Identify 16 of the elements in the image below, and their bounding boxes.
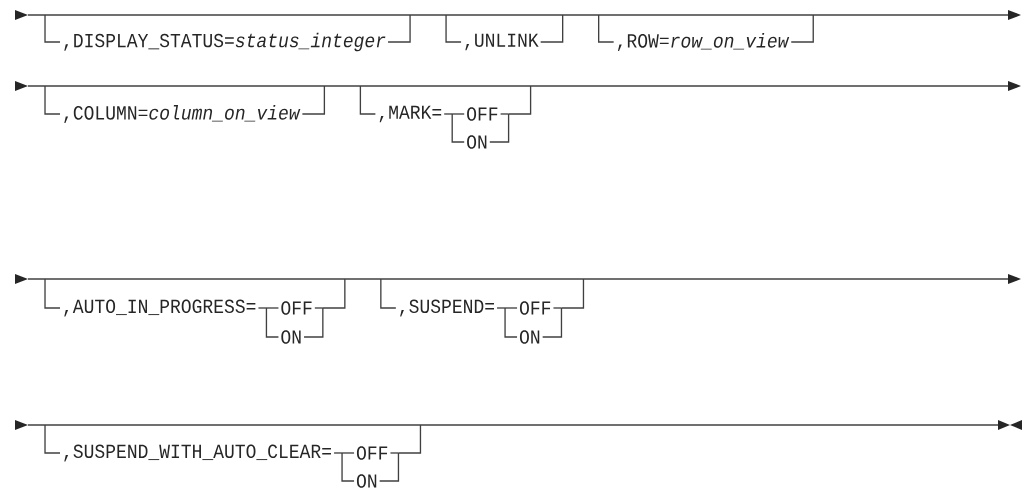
value-text: ON <box>519 330 540 344</box>
keyword-text: ,MARK= <box>379 105 442 123</box>
keyword-text: ,COLUMN=column_on_view <box>64 105 301 123</box>
value-text: OFF <box>281 301 312 315</box>
keyword-text: ,UNLINK <box>465 33 539 51</box>
value-text: OFF <box>519 301 551 315</box>
value-text: OFF <box>356 446 388 460</box>
keyword-text: ,ROW=row_on_view <box>617 33 790 51</box>
keyword-text: ,SUSPEND_WITH_AUTO_CLEAR= <box>64 444 331 462</box>
keyword-text: ,AUTO_IN_PROGRESS= <box>64 299 256 317</box>
keyword-text: ,SUSPEND= <box>400 299 494 317</box>
value-text: OFF <box>467 107 498 121</box>
value-text: ON <box>281 330 301 344</box>
value-text: ON <box>356 474 377 488</box>
value-text: ON <box>467 135 487 149</box>
keyword-text: ,DISPLAY_STATUS=status_integer <box>64 32 386 52</box>
